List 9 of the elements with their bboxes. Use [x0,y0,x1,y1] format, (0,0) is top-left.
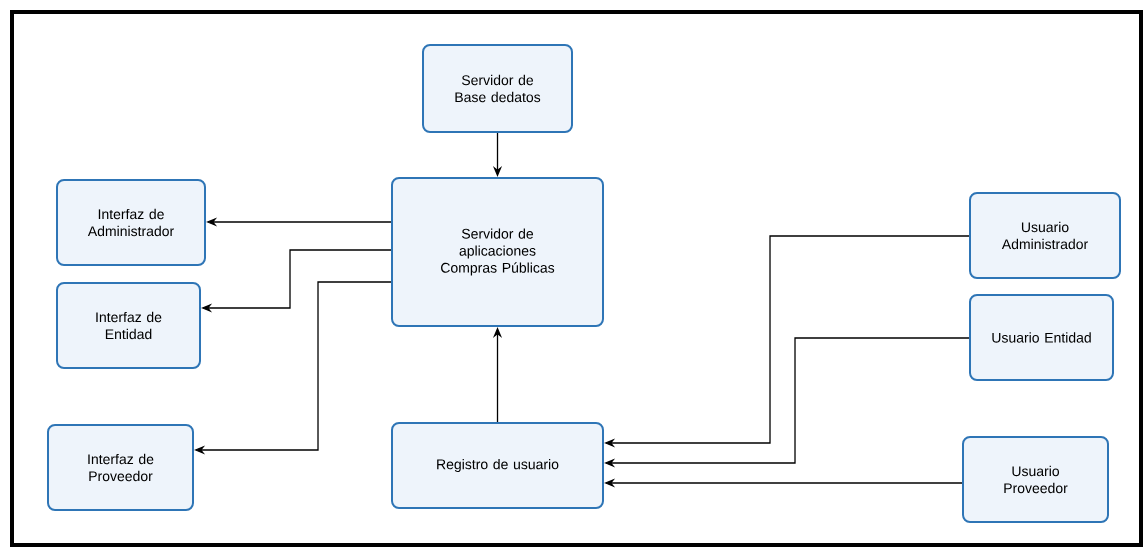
process-box: Registro de usuario [391,422,604,509]
process-box: Interfaz de Entidad [56,282,201,369]
process-box: Usuario Entidad [969,294,1114,381]
process-box: Usuario Proveedor [962,436,1109,523]
process-box: Usuario Administrador [969,192,1121,279]
process-box: Servidor de aplicaciones Compras Públicas [391,177,604,327]
process-box: Servidor de Base dedatos [422,44,573,133]
process-box: Interfaz de Proveedor [47,424,194,511]
process-box: Interfaz de Administrador [56,179,206,266]
